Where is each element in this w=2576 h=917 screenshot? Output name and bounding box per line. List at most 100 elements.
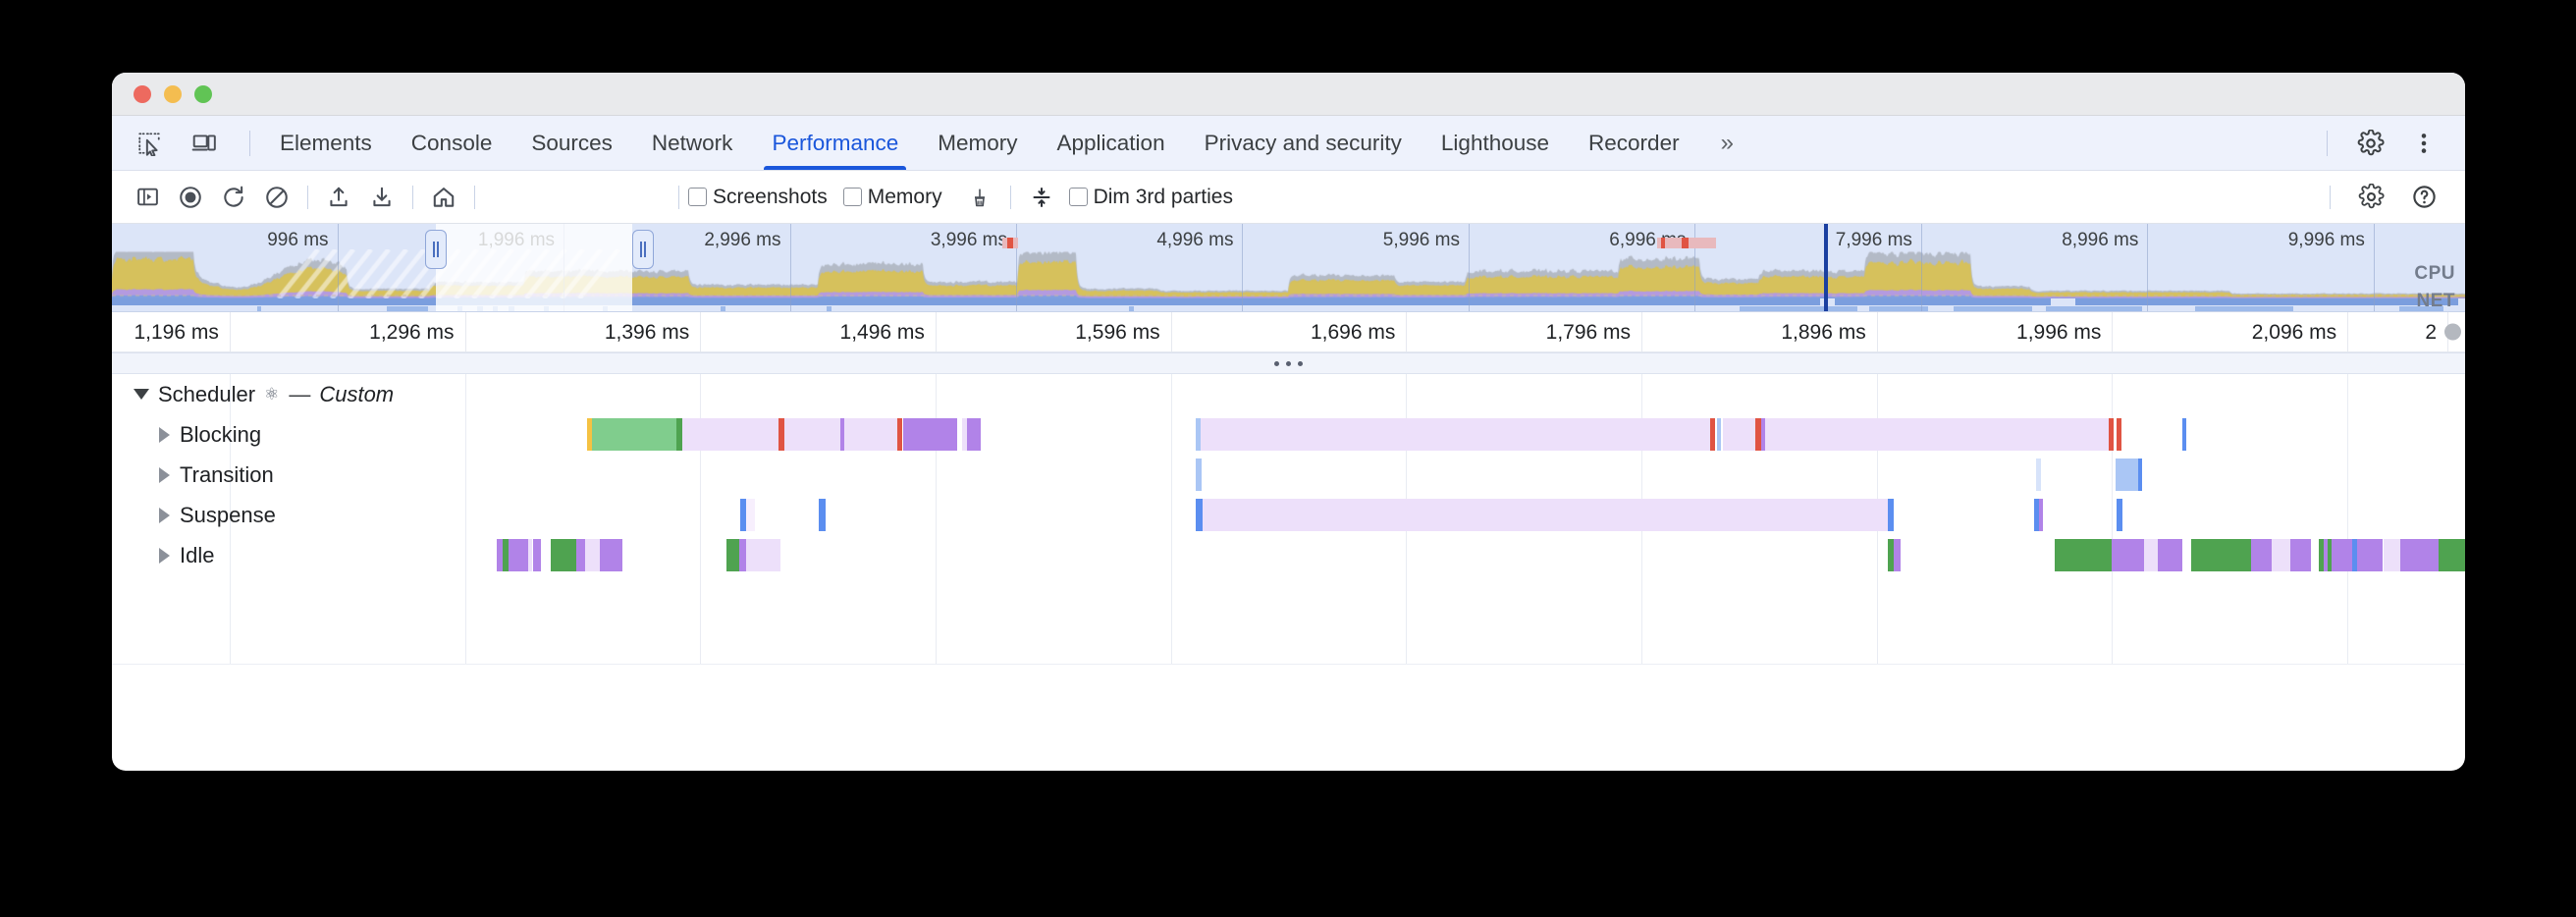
- tab-lighthouse[interactable]: Lighthouse: [1422, 116, 1569, 170]
- track-group-scheduler[interactable]: Scheduler ⚛ — Custom: [134, 374, 394, 414]
- flame-row-suspense[interactable]: Suspense: [112, 495, 2465, 535]
- flame-bar[interactable]: [1196, 458, 1202, 491]
- flame-chart[interactable]: Scheduler ⚛ — Custom Blocking Transition: [112, 374, 2465, 713]
- chevron-right-icon[interactable]: [159, 547, 170, 564]
- gear-icon[interactable]: [2351, 124, 2390, 163]
- flame-bar[interactable]: [1887, 499, 1894, 531]
- playhead-marker[interactable]: [1824, 224, 1828, 311]
- more-tabs-icon[interactable]: »: [1699, 116, 1753, 170]
- flame-bar[interactable]: [1200, 418, 1710, 451]
- flame-bar[interactable]: [599, 539, 622, 571]
- collapse-all-icon[interactable]: [1020, 178, 1063, 217]
- flame-bar[interactable]: [2054, 539, 2112, 571]
- sidebar-toggle-icon[interactable]: [126, 178, 169, 217]
- track-transition[interactable]: Transition: [159, 455, 274, 495]
- selection-handle-left[interactable]: [425, 230, 447, 269]
- flame-bar[interactable]: [681, 418, 779, 451]
- checkbox-box[interactable]: [842, 188, 862, 206]
- track-blocking[interactable]: Blocking: [159, 414, 261, 455]
- memory-checkbox[interactable]: Memory: [842, 186, 942, 209]
- flame-row-idle[interactable]: Idle: [112, 535, 2465, 575]
- flame-bar[interactable]: [503, 539, 509, 571]
- tab-network[interactable]: Network: [632, 116, 753, 170]
- tab-memory[interactable]: Memory: [918, 116, 1037, 170]
- garbage-collect-icon[interactable]: [958, 178, 1001, 217]
- flame-bar[interactable]: [1709, 418, 1716, 451]
- timeline-overview[interactable]: 996 ms1,996 ms2,996 ms3,996 ms4,996 ms5,…: [112, 224, 2465, 312]
- flame-bar[interactable]: [2108, 418, 2115, 451]
- tab-recorder[interactable]: Recorder: [1569, 116, 1699, 170]
- flame-bar[interactable]: [740, 499, 746, 531]
- flame-row-blocking[interactable]: Blocking: [112, 414, 2465, 455]
- window-controls[interactable]: [134, 84, 212, 103]
- flame-bar[interactable]: [497, 539, 504, 571]
- flame-bar[interactable]: [896, 418, 903, 451]
- flame-bar[interactable]: [2158, 539, 2183, 571]
- flame-bar[interactable]: [2190, 539, 2251, 571]
- flame-bar[interactable]: [778, 418, 785, 451]
- flame-bar[interactable]: [2272, 539, 2291, 571]
- flame-bar[interactable]: [2323, 539, 2328, 571]
- flame-bar[interactable]: [818, 499, 827, 531]
- flame-bar[interactable]: [2327, 539, 2333, 571]
- tab-performance[interactable]: Performance: [752, 116, 918, 170]
- screenshots-checkbox[interactable]: Screenshots: [688, 186, 828, 209]
- panel-resize-handle[interactable]: [112, 352, 2465, 374]
- flame-bar[interactable]: [2117, 418, 2121, 451]
- flame-bar[interactable]: [2250, 539, 2273, 571]
- minimize-window-button[interactable]: [164, 84, 182, 103]
- tab-sources[interactable]: Sources: [511, 116, 632, 170]
- reload-record-icon[interactable]: [212, 178, 255, 217]
- flame-bar[interactable]: [1755, 418, 1761, 451]
- flame-bar[interactable]: [2383, 539, 2400, 571]
- flame-bar[interactable]: [675, 418, 682, 451]
- flame-bar[interactable]: [2399, 539, 2440, 571]
- flame-bar[interactable]: [2357, 539, 2384, 571]
- maximize-window-button[interactable]: [194, 84, 212, 103]
- inspect-element-icon[interactable]: [130, 124, 169, 163]
- flame-bar[interactable]: [1765, 418, 2109, 451]
- flame-bar[interactable]: [746, 499, 755, 531]
- tab-console[interactable]: Console: [392, 116, 512, 170]
- flame-bar[interactable]: [2035, 458, 2042, 491]
- flame-bar[interactable]: [508, 539, 529, 571]
- selection-handle-right[interactable]: [632, 230, 654, 269]
- help-icon[interactable]: [2402, 178, 2445, 217]
- chevron-right-icon[interactable]: [159, 426, 170, 443]
- flame-bar[interactable]: [586, 418, 593, 451]
- flame-row-transition[interactable]: Transition: [112, 455, 2465, 495]
- flame-bar[interactable]: [962, 418, 967, 451]
- flame-bar[interactable]: [1887, 539, 1894, 571]
- download-icon[interactable]: [360, 178, 403, 217]
- flame-bar[interactable]: [2034, 499, 2041, 531]
- home-icon[interactable]: [422, 178, 465, 217]
- flame-bar[interactable]: [2439, 539, 2465, 571]
- flame-bar[interactable]: [1893, 539, 1901, 571]
- more-vertical-icon[interactable]: [2404, 124, 2443, 163]
- flame-bar[interactable]: [2138, 458, 2143, 491]
- chevron-right-icon[interactable]: [159, 507, 170, 523]
- flame-bar[interactable]: [2351, 539, 2358, 571]
- horizontal-scroll-thumb[interactable]: [2444, 323, 2461, 341]
- flame-bar[interactable]: [528, 539, 533, 571]
- checkbox-box[interactable]: [1068, 188, 1088, 206]
- flame-bar[interactable]: [2111, 539, 2144, 571]
- flame-bar[interactable]: [576, 539, 586, 571]
- flame-bar[interactable]: [784, 418, 840, 451]
- track-suspense[interactable]: Suspense: [159, 495, 276, 535]
- flame-bar[interactable]: [746, 539, 780, 571]
- checkbox-box[interactable]: [688, 188, 707, 206]
- chevron-down-icon[interactable]: [134, 389, 149, 400]
- flame-bar[interactable]: [966, 418, 982, 451]
- flame-bar[interactable]: [839, 418, 845, 451]
- track-idle[interactable]: Idle: [159, 535, 214, 575]
- flame-bar[interactable]: [725, 539, 739, 571]
- flame-bar[interactable]: [1760, 418, 1766, 451]
- flame-bar[interactable]: [2182, 418, 2187, 451]
- flame-bar[interactable]: [915, 418, 957, 451]
- flame-bar[interactable]: [585, 539, 600, 571]
- overview-selection-window[interactable]: [436, 224, 632, 311]
- close-window-button[interactable]: [134, 84, 151, 103]
- flame-bar[interactable]: [1196, 499, 1204, 531]
